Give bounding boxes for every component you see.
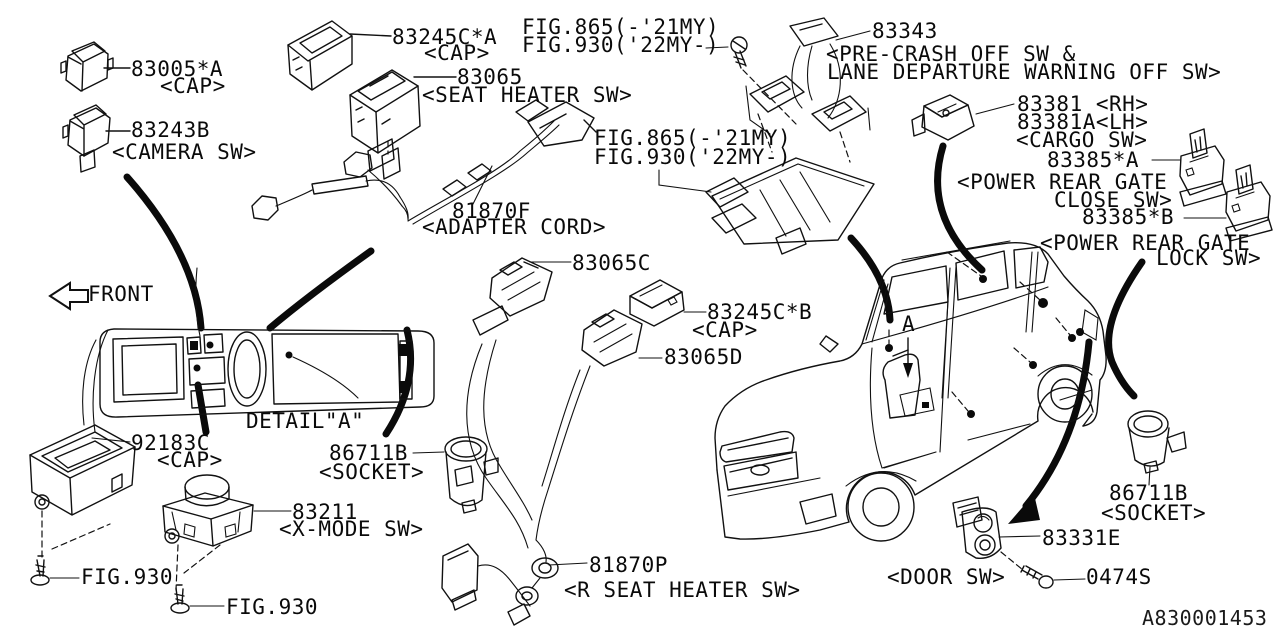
part-83331e-drawing <box>953 497 1085 588</box>
callout-83381-rh: 83381 <RH> <box>1017 92 1149 116</box>
callout-86711b-left-name: <SOCKET> <box>319 460 425 484</box>
callout-fig-mid-line2: FIG.930('22MY-) <box>594 145 792 169</box>
callout-81870p-name: <R SEAT HEATER SW> <box>564 578 801 602</box>
callout-83245cb-name: <CAP> <box>692 318 758 342</box>
callout-fig-top-line2: FIG.930('22MY-) <box>522 33 720 57</box>
front-arrow-icon <box>50 283 88 309</box>
callout-83211-code: 83211 <box>292 500 358 524</box>
part-83005a-drawing <box>61 42 130 91</box>
callout-86711b-right-name: <SOCKET> <box>1101 501 1207 525</box>
callout-fig-top-line1: FIG.865(-'21MY) <box>522 15 720 39</box>
callout-83385b-name2: LOCK SW> <box>1156 246 1262 270</box>
callout-86711b-right-code: 86711B <box>1109 481 1188 505</box>
callout-83005a-name: <CAP> <box>160 74 226 98</box>
callout-83385b-code: 83385*B <box>1082 205 1175 229</box>
callout-86711b-left-code: 86711B <box>329 441 408 465</box>
callout-83343-name2: LANE DEPARTURE WARNING OFF SW> <box>827 60 1222 84</box>
callout-83211-name: <X-MODE SW> <box>279 517 424 541</box>
part-86711b-left-drawing <box>413 437 498 513</box>
part-83381-drawing <box>912 95 1014 140</box>
callout-door-sw-name: <DOOR SW> <box>887 565 1006 589</box>
part-83243b-drawing <box>63 105 130 172</box>
bracket-fig-mid-drawing <box>659 158 874 254</box>
callout-83065-name: <SEAT HEATER SW> <box>422 83 633 107</box>
flow-arrows <box>127 146 1142 524</box>
front-label: FRONT <box>88 282 154 306</box>
detail-a-label: DETAIL"A" <box>246 409 365 433</box>
doc-number: A830001453 <box>1142 606 1268 630</box>
part-86711b-right-drawing <box>1128 411 1186 485</box>
callout-83343-code: 83343 <box>872 19 938 43</box>
callout-fig930-center: FIG.930 <box>226 595 319 619</box>
part-83245cb-drawing <box>630 280 706 326</box>
callout-83005a-code: 83005*A <box>131 57 224 81</box>
part-83343-drawing <box>746 18 870 162</box>
callout-83331e-code: 83331E <box>1042 526 1121 550</box>
part-83385a-drawing <box>1152 129 1226 206</box>
callout-81870p-code: 81870P <box>589 553 668 577</box>
callout-83385a-name1: <POWER REAR GATE <box>957 170 1168 194</box>
callout-83385b-name1: <POWER REAR GATE <box>1040 231 1251 255</box>
callout-83343-name1: <PRE-CRASH OFF SW & <box>826 42 1076 66</box>
car-reference-dots <box>885 252 1084 418</box>
callout-83065-code: 83065 <box>457 65 523 89</box>
callout-83245cb-code: 83245C*B <box>707 300 813 324</box>
part-83065-drawing <box>350 70 456 179</box>
part-81870f-drawing <box>252 100 596 224</box>
part-92183c-drawing <box>30 425 135 585</box>
callout-cargo-name: <CARGO SW> <box>1016 128 1148 152</box>
callout-81870f-name: <ADAPTER CORD> <box>422 215 607 239</box>
callout-83381-lh: 83381A<LH> <box>1017 110 1149 134</box>
callout-83065c-code: 83065C <box>572 251 651 275</box>
part-81870p-harness-drawing <box>442 306 590 625</box>
callout-92183c-name: <CAP> <box>157 448 223 472</box>
section-a-arrow <box>903 338 913 378</box>
callout-83385a-code: 83385*A <box>1047 148 1140 172</box>
callout-83245ca-code: 83245C*A <box>392 25 498 49</box>
callout-81870f-code: 81870F <box>452 199 531 223</box>
part-83065c-drawing <box>490 258 571 316</box>
callout-92183c-code: 92183C <box>131 431 210 455</box>
callout-fig930-left: FIG.930 <box>81 565 174 589</box>
callout-0474s-code: 0474S <box>1086 565 1152 589</box>
callout-83065d-code: 83065D <box>664 345 743 369</box>
callout-83245ca-name: <CAP> <box>424 41 490 65</box>
part-83385b-drawing <box>1184 165 1272 241</box>
section-a-marker: A <box>902 312 916 336</box>
callout-83243b-name: <CAMERA SW> <box>112 140 257 164</box>
screw-top-fig-ref <box>706 37 796 124</box>
part-83065d-drawing <box>582 310 662 366</box>
callout-83243b-code: 83243B <box>131 118 210 142</box>
part-83211-drawing <box>163 475 291 613</box>
part-83245ca-drawing <box>288 21 391 90</box>
console-detail-drawing <box>83 268 434 432</box>
callout-83385a-name2: CLOSE SW> <box>1054 188 1173 212</box>
car-drawing <box>715 241 1106 541</box>
callout-fig-mid-line1: FIG.865(-'21MY) <box>594 126 792 150</box>
